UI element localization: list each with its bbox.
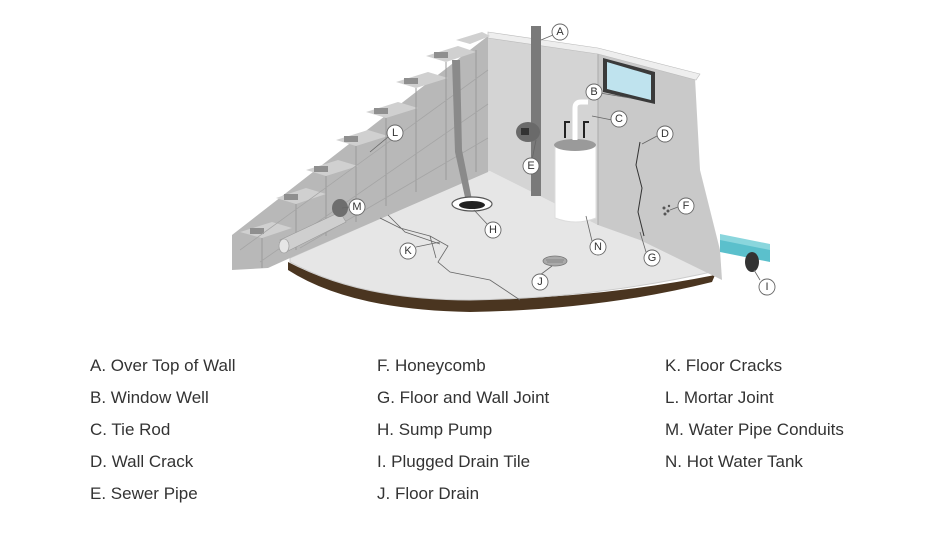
callout-e bbox=[522, 157, 540, 175]
sump-pump-pipe bbox=[452, 60, 472, 202]
callout-label-k: K bbox=[404, 245, 412, 257]
legend-item-m: M. Water Pipe Conduits bbox=[665, 420, 844, 439]
callout-label-e: E bbox=[527, 160, 534, 172]
tie-rod-1 bbox=[564, 121, 570, 138]
callout-h bbox=[484, 221, 502, 239]
window-glass bbox=[607, 62, 651, 100]
callout-g bbox=[643, 249, 661, 267]
floor-cracks bbox=[379, 214, 521, 301]
wall-crack bbox=[635, 141, 645, 237]
legend-item-i: I. Plugged Drain Tile bbox=[377, 452, 531, 471]
callout-k bbox=[399, 242, 417, 260]
callout-c bbox=[610, 110, 628, 128]
callout-label-n: N bbox=[594, 241, 602, 253]
legend-item-g: G. Floor and Wall Joint bbox=[377, 388, 550, 407]
sump-hole bbox=[459, 201, 485, 209]
floor-slab bbox=[289, 169, 722, 301]
callout-circles bbox=[348, 23, 776, 296]
hot-water-tank bbox=[554, 144, 597, 223]
callout-label-a: A bbox=[556, 26, 564, 38]
callout-label-j: J bbox=[537, 276, 543, 288]
honeycomb bbox=[662, 204, 671, 216]
legend-item-f: F. Honeycomb bbox=[377, 356, 486, 375]
callout-l bbox=[386, 124, 404, 142]
legend: A. Over Top of Wall B. Window Well C. Ti… bbox=[0, 355, 931, 525]
legend-item-b: B. Window Well bbox=[90, 388, 209, 407]
legend-item-d: D. Wall Crack bbox=[90, 452, 194, 471]
callout-label-i: I bbox=[765, 281, 768, 293]
callout-d bbox=[656, 125, 674, 143]
legend-item-l: L. Mortar Joint bbox=[665, 388, 774, 407]
callout-n bbox=[589, 238, 607, 256]
callout-label-g: G bbox=[648, 252, 657, 264]
callout-label-m: M bbox=[352, 201, 361, 213]
callout-f bbox=[677, 197, 695, 215]
back-wall-right bbox=[598, 52, 722, 280]
conduit-opening bbox=[278, 238, 290, 254]
legend-item-k: K. Floor Cracks bbox=[665, 356, 783, 375]
callout-label-f: F bbox=[683, 200, 690, 212]
legend-item-a: A. Over Top of Wall bbox=[90, 356, 236, 375]
basement-diagram: A B C D E F G H I J K L M N bbox=[232, 23, 776, 312]
legend-column-2: F. Honeycomb G. Floor and Wall Joint H. … bbox=[377, 355, 549, 515]
callout-i bbox=[758, 278, 776, 296]
tank-top bbox=[554, 139, 596, 151]
legend-item-j: J. Floor Drain bbox=[377, 484, 480, 503]
legend-item-n: N. Hot Water Tank bbox=[665, 452, 803, 471]
drain-tile-end bbox=[745, 252, 759, 272]
cinder-block-wall bbox=[232, 32, 490, 270]
callout-label-l: L bbox=[392, 127, 398, 139]
callout-label-d: D bbox=[661, 128, 669, 140]
callout-m bbox=[348, 198, 366, 216]
legend-column-1: A. Over Top of Wall B. Window Well C. Ti… bbox=[90, 355, 236, 515]
callout-leaders bbox=[341, 34, 761, 281]
soil-base bbox=[288, 262, 715, 312]
conduit-end bbox=[332, 199, 348, 217]
callout-label-b: B bbox=[590, 86, 597, 98]
legend-column-3: K. Floor Cracks L. Mortar Joint M. Water… bbox=[665, 355, 844, 483]
legend-item-e: E. Sewer Pipe bbox=[90, 484, 198, 503]
callout-b bbox=[585, 83, 603, 101]
callout-label-h: H bbox=[489, 224, 497, 236]
legend-item-h: H. Sump Pump bbox=[377, 420, 493, 439]
floor-drain bbox=[542, 255, 568, 267]
sewer-pipe-cap bbox=[521, 128, 529, 135]
callout-a bbox=[551, 23, 569, 41]
callout-label-c: C bbox=[615, 113, 623, 125]
legend-item-c: C. Tie Rod bbox=[90, 420, 171, 439]
tank-flue bbox=[572, 99, 588, 140]
tie-rod-2 bbox=[583, 121, 589, 138]
callout-j bbox=[531, 273, 549, 291]
sewer-pipe bbox=[531, 26, 541, 196]
drain-tile-top bbox=[720, 234, 770, 250]
